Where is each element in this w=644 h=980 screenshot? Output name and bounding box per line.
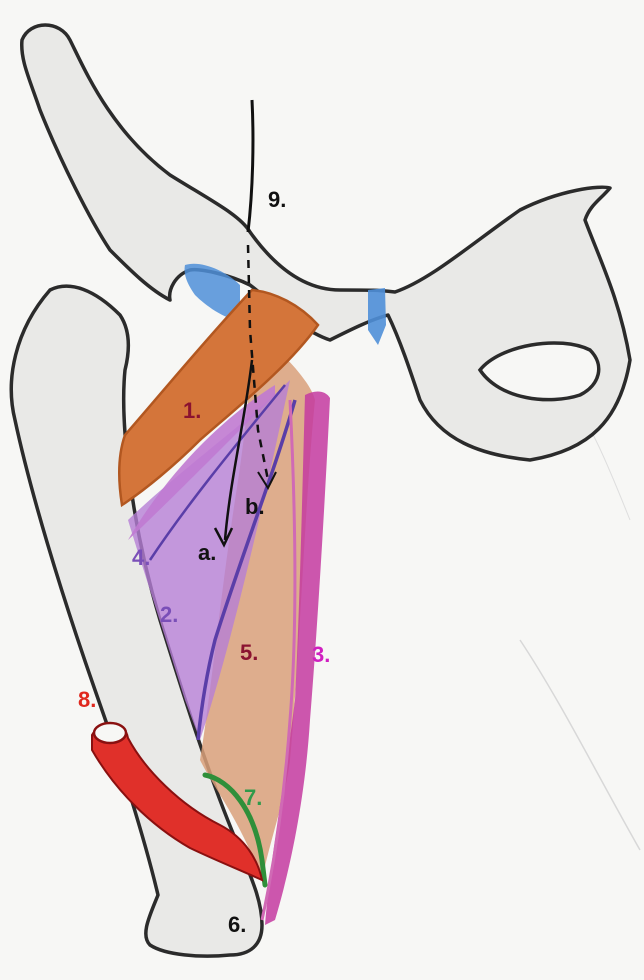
label-1: 1. (183, 398, 201, 423)
label-a: a. (198, 540, 216, 565)
label-3: 3. (312, 642, 330, 667)
blue-cartilage-right (368, 288, 386, 345)
label-b: b. (245, 494, 265, 519)
pencil-sketch-right (520, 640, 640, 850)
axis-line-9 (248, 100, 253, 232)
label-4: 4. (132, 545, 150, 570)
vessel-8-opening (94, 723, 126, 743)
label-2: 2. (160, 602, 178, 627)
label-5: 5. (240, 640, 258, 665)
label-6: 6. (228, 912, 246, 937)
label-9: 9. (268, 187, 286, 212)
label-8: 8. (78, 687, 96, 712)
label-7: 7. (244, 785, 262, 810)
